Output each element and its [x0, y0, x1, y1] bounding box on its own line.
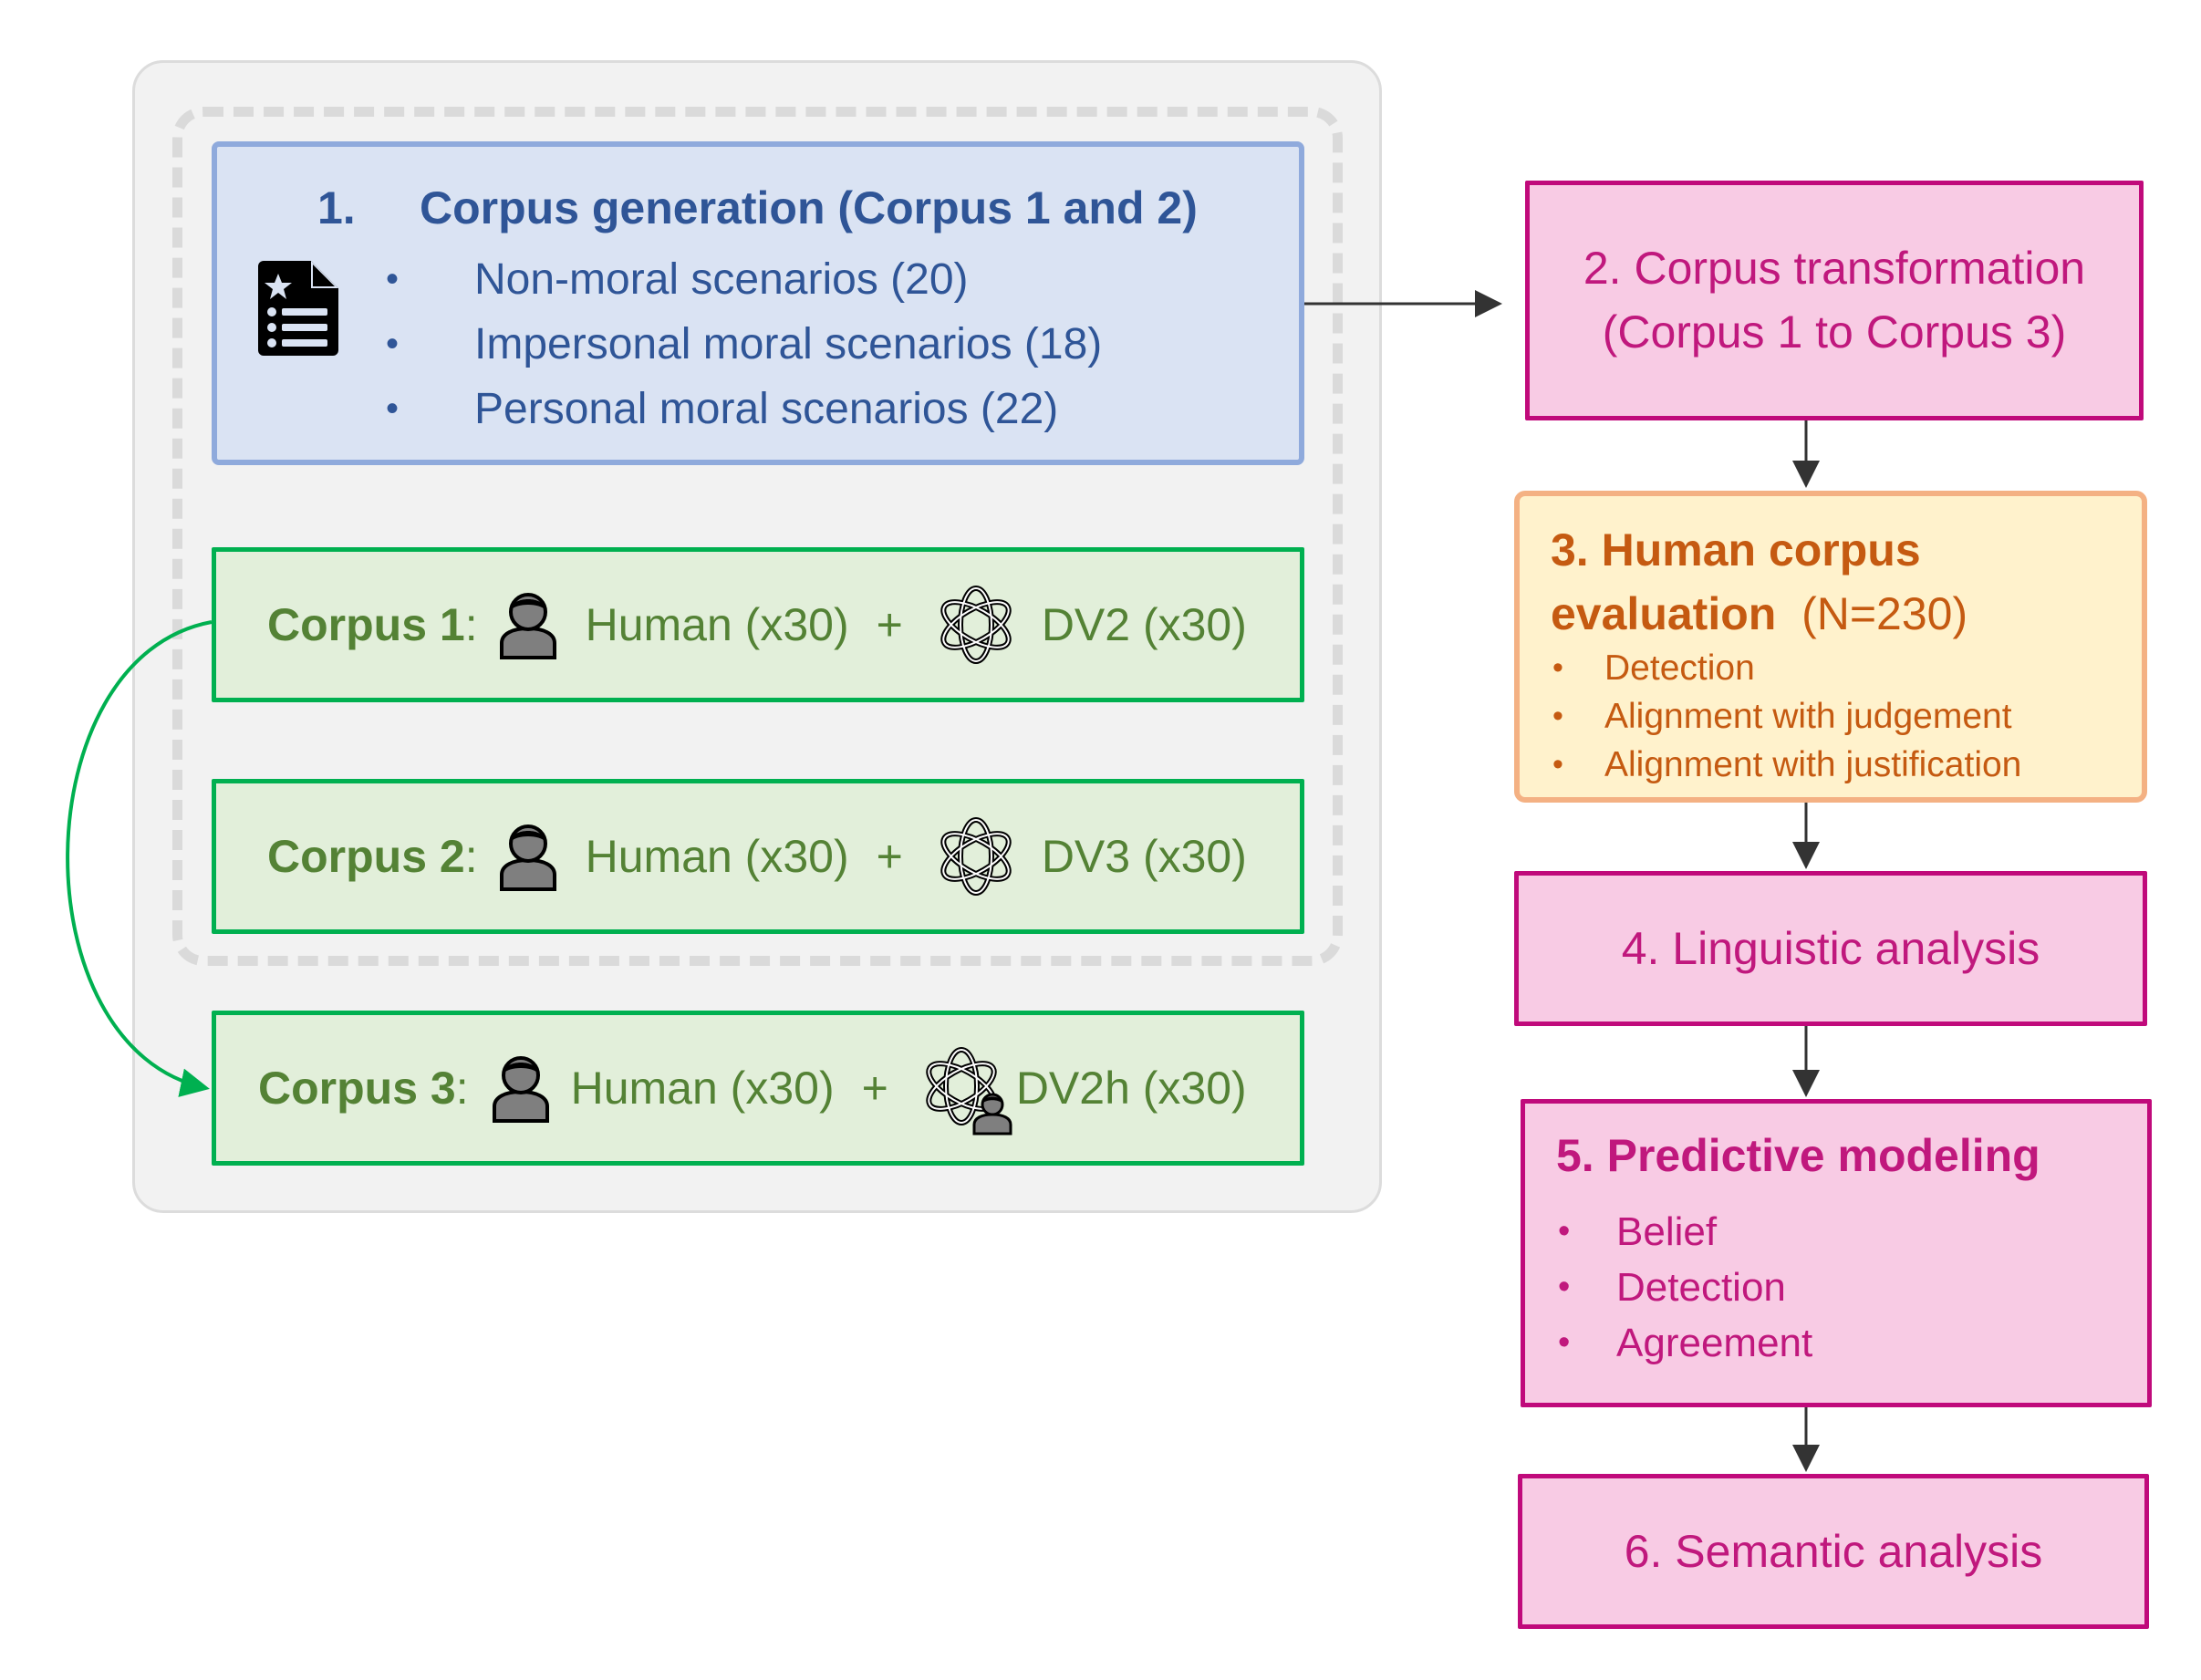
corpus-label: Corpus 2: [267, 831, 465, 882]
evaluation-list: • Detection • Alignment with judgement • Al…: [1552, 644, 2021, 789]
bullet: •: [1558, 1323, 1571, 1362]
document-star-list-icon: [258, 261, 338, 356]
corpus-transformation-text: 2. Corpus transformation (Corpus 1 to Co…: [1530, 236, 2139, 364]
predictive-modeling-title: 5. Predictive modeling: [1556, 1130, 2040, 1181]
bullet: •: [1552, 747, 1563, 782]
modeling-item: Belief: [1616, 1209, 1718, 1254]
openai-human-hybrid-icon: [926, 1047, 1012, 1136]
human-count: Human (x30): [570, 1063, 835, 1114]
model-count: DV3 (x30): [1041, 831, 1247, 882]
corpus-3-box: Corpus 3: Human (x30) +: [212, 1011, 1304, 1166]
semantic-analysis-title: 6. Semantic analysis: [1624, 1526, 2043, 1577]
list-item: • Detection: [1552, 644, 2021, 692]
person-icon: [492, 1056, 549, 1123]
list-item: • Non-moral scenarios (20): [386, 247, 1102, 312]
modeling-item: Detection: [1616, 1265, 1786, 1310]
step-number: 1.: [317, 182, 356, 233]
corpus-generation-title-text: Corpus generation (Corpus 1 and 2): [420, 182, 1198, 233]
plus-sign: +: [876, 599, 903, 650]
list-item: • Agreement: [1558, 1315, 1812, 1371]
scenario-personal-moral: Personal moral scenarios (22): [474, 385, 1059, 433]
openai-logo-icon: [940, 817, 1012, 896]
evaluation-title-line1: 3. Human corpus: [1551, 524, 1921, 576]
corpus-2-box: Corpus 2: Human (x30) + DV3 (x30): [212, 779, 1304, 934]
corpus-transformation-subtitle: (Corpus 1 to Corpus 3): [1602, 306, 2067, 358]
bullet: •: [1552, 699, 1563, 733]
corpus-transformation-title: 2. Corpus transformation: [1583, 243, 2086, 294]
scenario-non-moral: Non-moral scenarios (20): [474, 255, 969, 304]
bullet: •: [386, 389, 400, 429]
list-item: • Detection: [1558, 1260, 1812, 1315]
evaluation-item: Detection: [1604, 648, 1755, 688]
corpus-colon: :: [464, 831, 478, 882]
list-item: • Belief: [1558, 1204, 1812, 1260]
human-corpus-evaluation-box: 3. Human corpus evaluation (N=230) • Dete…: [1514, 491, 2147, 803]
list-item: • Alignment with justification: [1552, 741, 2021, 789]
scenario-impersonal-moral: Impersonal moral scenarios (18): [474, 320, 1103, 368]
corpus-1-2-dashed-group: [172, 107, 1343, 966]
corpus-generation-title: 1. Corpus generation (Corpus 1 and 2): [317, 181, 1198, 234]
corpus-transformation-box: 2. Corpus transformation (Corpus 1 to Co…: [1525, 181, 2144, 420]
predictive-modeling-box: 5. Predictive modeling • Belief • Detectio…: [1521, 1099, 2152, 1407]
bullet: •: [386, 324, 400, 364]
human-count: Human (x30): [585, 599, 849, 650]
plus-sign: +: [876, 831, 903, 882]
corpus-label: Corpus 1: [267, 599, 465, 650]
modeling-item: Agreement: [1616, 1321, 1813, 1365]
list-item: • Impersonal moral scenarios (18): [386, 312, 1102, 377]
evaluation-title-line2: evaluation (N=230): [1551, 582, 1967, 646]
corpus-colon: :: [455, 1063, 469, 1114]
person-icon: [499, 593, 556, 659]
evaluation-title-bold: evaluation: [1551, 588, 1777, 639]
corpus-generation-box: 1. Corpus generation (Corpus 1 and 2) • No…: [212, 141, 1304, 465]
list-item: • Alignment with judgement: [1552, 692, 2021, 741]
evaluation-sample-size: (N=230): [1801, 588, 1968, 639]
linguistic-analysis-box: 4. Linguistic analysis: [1514, 871, 2147, 1026]
corpus-1-box: Corpus 1: Human (x30) + DV2 (x30): [212, 547, 1304, 702]
bullet: •: [1558, 1212, 1571, 1250]
human-count: Human (x30): [585, 831, 849, 882]
predictive-modeling-list: • Belief • Detection • Agreement: [1558, 1204, 1812, 1371]
model-count: DV2h (x30): [1015, 1063, 1247, 1114]
bullet: •: [386, 259, 400, 299]
corpus-label: Corpus 3: [258, 1063, 456, 1114]
scenario-list: • Non-moral scenarios (20) • Impersonal mo…: [386, 247, 1102, 441]
model-count: DV2 (x30): [1041, 599, 1247, 650]
evaluation-item: Alignment with judgement: [1604, 697, 2012, 736]
person-icon: [499, 824, 556, 891]
evaluation-item: Alignment with justification: [1604, 745, 2022, 784]
semantic-analysis-box: 6. Semantic analysis: [1518, 1474, 2149, 1629]
linguistic-analysis-title: 4. Linguistic analysis: [1621, 923, 2040, 974]
corpus-colon: :: [464, 599, 478, 650]
plus-sign: +: [861, 1063, 888, 1114]
bullet: •: [1552, 650, 1563, 685]
openai-logo-icon: [940, 586, 1012, 664]
list-item: • Personal moral scenarios (22): [386, 377, 1102, 441]
bullet: •: [1558, 1268, 1571, 1306]
